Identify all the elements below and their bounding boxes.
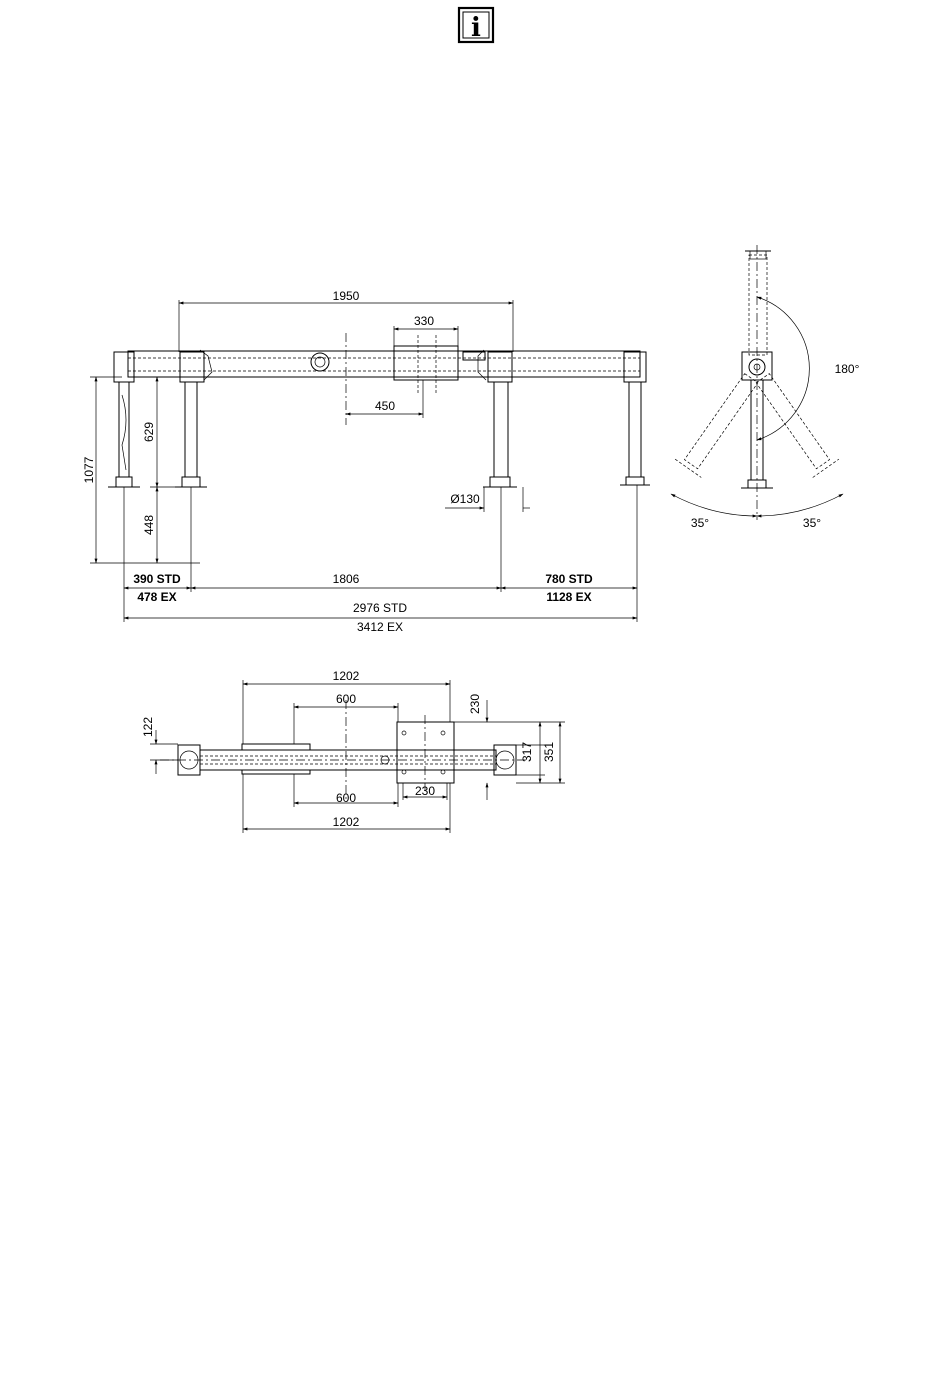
dim-2976-std: 2976 STD <box>353 601 407 615</box>
angle-180: 180° <box>835 362 860 376</box>
info-glyph: i <box>471 13 481 43</box>
dim-1950: 1950 <box>333 289 360 303</box>
info-icon: i <box>459 8 493 43</box>
dim-600-top: 600 <box>336 692 356 706</box>
dim-317: 317 <box>520 742 534 762</box>
top-view: 1202 600 230 122 317 351 600 230 1202 <box>141 669 565 833</box>
dim-780-std: 780 STD <box>545 572 593 586</box>
side-view: 180° 35° 35° <box>671 245 860 530</box>
angle-35-left: 35° <box>691 516 709 530</box>
dim-450: 450 <box>375 399 395 413</box>
dim-600-bottom: 600 <box>336 791 356 805</box>
dim-448: 448 <box>142 515 156 535</box>
dim-diameter-130: Ø130 <box>450 492 480 506</box>
dim-390-std: 390 STD <box>133 572 181 586</box>
dim-1806: 1806 <box>333 572 360 586</box>
dim-230-horizontal: 230 <box>415 784 435 798</box>
dim-478-ex: 478 EX <box>137 590 176 604</box>
angle-35-right: 35° <box>803 516 821 530</box>
dim-1128-ex: 1128 EX <box>546 590 591 604</box>
dim-330: 330 <box>414 314 434 328</box>
dim-230-vertical: 230 <box>468 694 482 714</box>
front-view: 1950 330 450 1077 629 448 Ø130 390 STD 4… <box>82 289 650 634</box>
dim-1202-bottom: 1202 <box>333 815 360 829</box>
dim-122: 122 <box>141 717 155 737</box>
dim-1202-top: 1202 <box>333 669 360 683</box>
dim-1077: 1077 <box>82 456 96 483</box>
dim-3412-ex: 3412 EX <box>357 620 403 634</box>
dim-351: 351 <box>542 742 556 762</box>
dim-629: 629 <box>142 422 156 442</box>
